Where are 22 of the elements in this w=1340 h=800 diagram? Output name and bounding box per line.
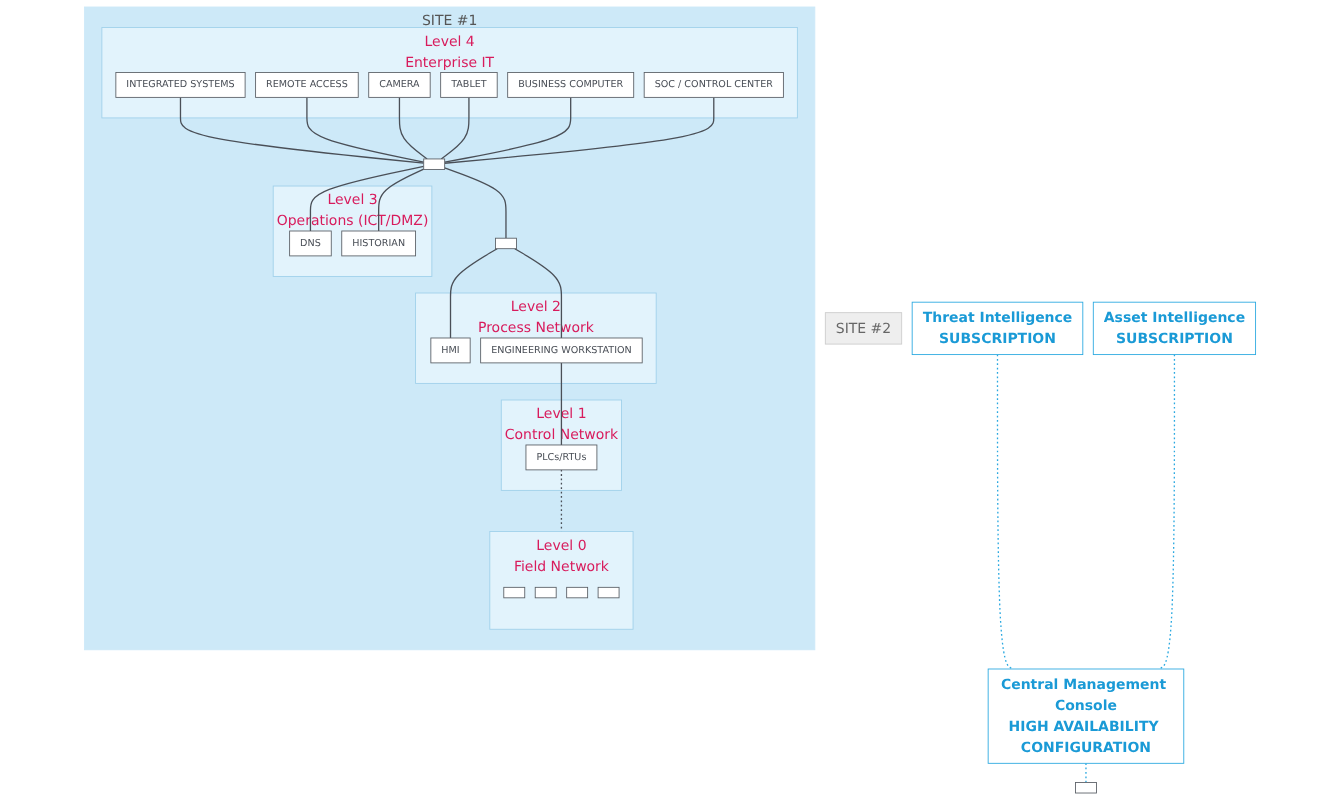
node-box: [423, 158, 446, 170]
node-box: [597, 586, 620, 599]
connector: [514, 248, 563, 339]
connector: [444, 96, 572, 163]
connector: [560, 469, 563, 533]
node-box: [534, 586, 557, 599]
connector: [306, 96, 425, 163]
connector: [378, 168, 425, 232]
connector: [996, 353, 1014, 670]
connector: [398, 96, 428, 160]
node-box: [566, 586, 589, 599]
connector: [560, 362, 563, 446]
connector: [449, 248, 498, 339]
connector: [440, 96, 470, 160]
node-box: [503, 586, 526, 599]
connector: [444, 96, 715, 164]
connector: [1158, 353, 1176, 670]
connector: [1085, 762, 1087, 784]
connector: [444, 167, 507, 239]
node-box: [1075, 782, 1097, 794]
node-box: [495, 237, 517, 250]
connector: [179, 96, 425, 164]
